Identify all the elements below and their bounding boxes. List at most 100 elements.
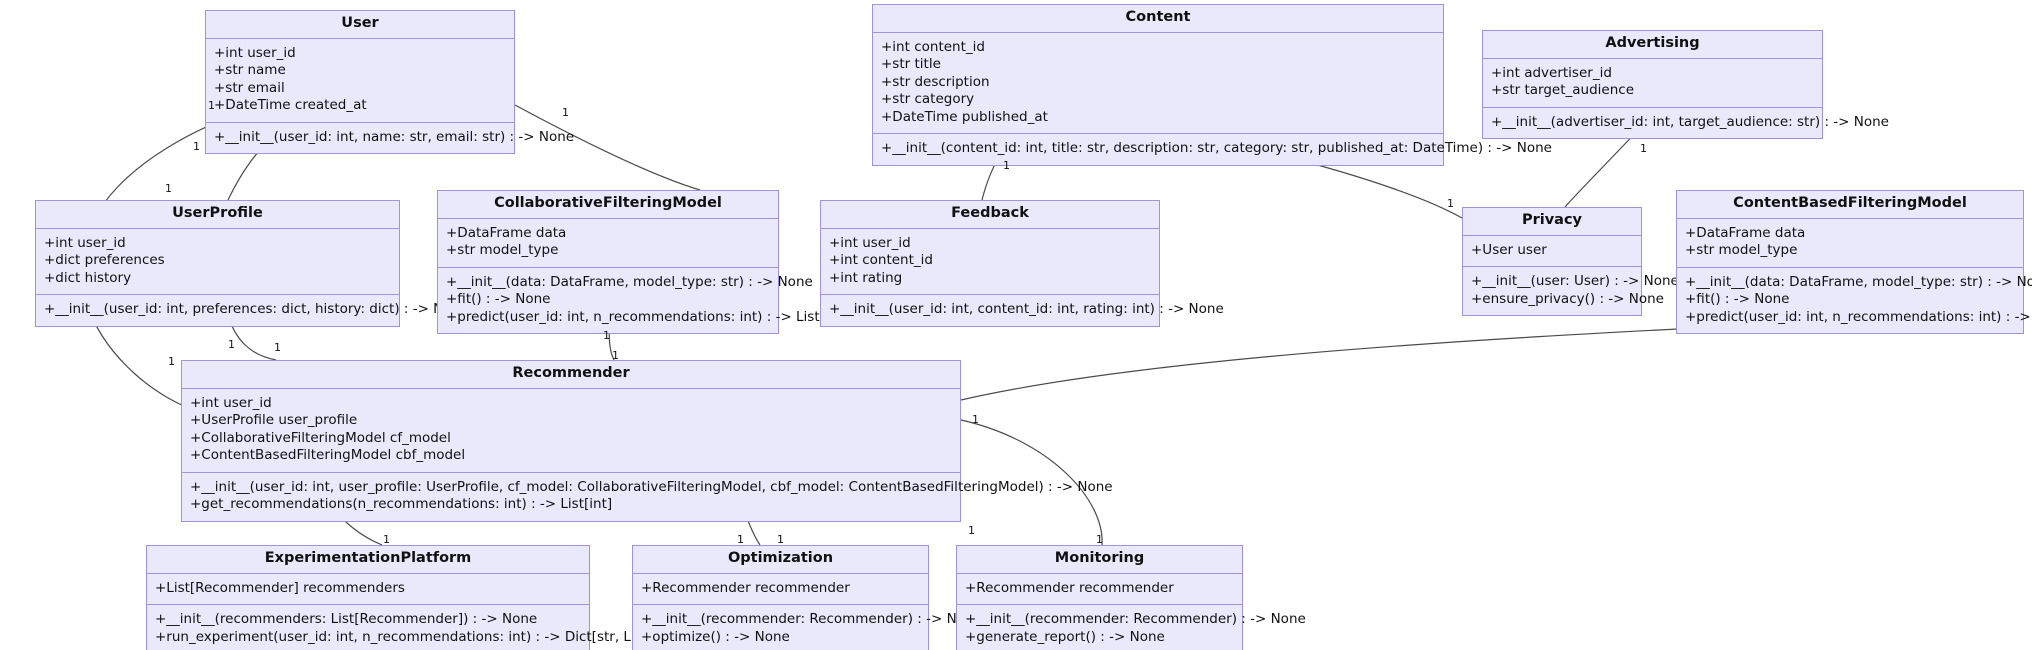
uml-method-row: +__init__(user_id: int, user_profile: Us… [190,478,1113,495]
uml-methods-compartment: +__init__(user_id: int, preferences: dic… [36,295,469,326]
association-edge [514,104,701,191]
uml-method-row: +generate_report() : -> None [965,628,1165,645]
uml-attribute-row: +str target_audience [1491,82,1635,99]
uml-attributes-compartment: +int user_id+UserProfile user_profile+Co… [182,389,960,473]
uml-attribute-row: +int user_id [829,234,911,251]
multiplicity-label: 1 [1003,159,1010,172]
uml-attribute-row: +str description [881,73,990,90]
uml-method-row: +run_experiment(user_id: int, n_recommen… [155,628,681,645]
uml-attribute-row: +int user_id [190,394,272,411]
uml-methods-compartment: +__init__(user_id: int, user_profile: Us… [182,473,1113,521]
uml-method-row: +__init__(recommender: Recommender) : ->… [965,611,1306,628]
uml-methods-compartment: +__init__(advertiser_id: int, target_aud… [1483,108,1889,139]
uml-class-advertising[interactable]: Advertising+int advertiser_id+str target… [1482,30,1889,140]
multiplicity-label: 1 [383,533,390,546]
uml-class-user[interactable]: User+int user_id+str name+str email+Date… [205,10,575,155]
multiplicity-label: 1 [612,349,619,362]
uml-class-monitoring[interactable]: Monitoring +Recommender recommender +__ini… [956,545,1306,650]
uml-attribute-row: +Recommender recommender [965,579,1174,596]
uml-class-title: Content [873,5,1443,33]
uml-attribute-row: +DataFrame data [1685,224,1806,241]
uml-attribute-row: +Recommender recommender [641,579,850,596]
uml-attribute-row: +dict history [44,269,132,286]
uml-attributes-compartment: +int user_id+int content_id+int rating [821,229,1159,296]
uml-class-title: ExperimentationPlatform [147,546,589,574]
uml-attribute-row: +DataFrame data [446,224,567,241]
multiplicity-label: 1 [193,140,200,153]
uml-methods-compartment: +__init__(data: DataFrame, model_type: s… [1677,268,2032,334]
uml-attribute-row: +User user [1471,241,1547,258]
uml-attribute-row: +str category [881,91,975,108]
multiplicity-label: 1 [1447,197,1454,210]
uml-attribute-row: +int rating [829,269,903,286]
uml-attributes-compartment: +Recommender recommender [633,574,928,606]
uml-attribute-row: +int user_id [214,44,296,61]
uml-class-privacy[interactable]: Privacy+User user+__init__(user: User) :… [1462,207,1679,317]
multiplicity-label: 1 [1640,142,1647,155]
uml-attribute-row: +int user_id [44,234,126,251]
association-edge [1564,127,1641,208]
uml-methods-compartment: +__init__(content_id: int, title: str, d… [873,134,1552,165]
uml-class-cbfmodel[interactable]: ContentBasedFilteringModel+DataFrame dat… [1676,190,2032,335]
uml-attribute-row: +int content_id [829,252,933,269]
uml-attributes-compartment: +User user [1463,236,1641,268]
multiplicity-label: 1 [165,182,172,195]
uml-class-recommender[interactable]: Recommender+int user_id+UserProfile user… [181,360,1113,522]
uml-method-row: +fit() : -> None [1685,291,1790,308]
uml-attribute-row: +str title [881,56,941,73]
uml-method-row: +__init__(user_id: int, preferences: dic… [44,301,469,318]
uml-class-title: Recommender [182,361,960,389]
multiplicity-label: 1 [603,329,610,342]
uml-attributes-compartment: +int advertiser_id+str target_audience [1483,59,1822,108]
uml-class-cfmodel[interactable]: CollaborativeFilteringModel+DataFrame da… [437,190,848,335]
multiplicity-label: 1 [777,533,784,546]
uml-methods-compartment: +__init__(recommender: Recommender) : ->… [633,605,982,650]
uml-attribute-row: +int advertiser_id [1491,64,1612,81]
multiplicity-label: 1 [168,355,175,368]
uml-class-title: Monitoring [957,546,1242,574]
uml-class-experimentation[interactable]: ExperimentationPlatform +List[Recommender… [146,545,681,650]
uml-method-row: +__init__(data: DataFrame, model_type: s… [1685,273,2032,290]
uml-class-title: ContentBasedFilteringModel [1677,191,2023,219]
uml-methods-compartment: +__init__(user_id: int, name: str, email… [206,123,575,154]
uml-attribute-row: +dict preferences [44,252,165,269]
uml-class-title: CollaborativeFilteringModel [438,191,778,219]
uml-method-row: +__init__(data: DataFrame, model_type: s… [446,273,813,290]
uml-method-row: +__init__(user_id: int, name: str, email… [214,128,575,145]
uml-attributes-compartment: +int user_id+dict preferences+dict histo… [36,229,399,296]
uml-attribute-row: +ContentBasedFilteringModel cbf_model [190,447,466,464]
uml-attribute-row: +CollaborativeFilteringModel cf_model [190,429,451,446]
multiplicity-label: 1 [208,99,215,112]
uml-class-optimization[interactable]: Optimization +Recommender recommender +__i… [632,545,982,650]
uml-class-title: Advertising [1483,31,1822,59]
uml-class-content[interactable]: Content+int content_id+str title+str des… [872,4,1552,166]
uml-attributes-compartment: +Recommender recommender [957,574,1242,606]
uml-methods-compartment: +__init__(data: DataFrame, model_type: s… [438,268,848,334]
uml-method-row: +get_recommendations(n_recommendations: … [190,496,613,513]
uml-method-row: +__init__(content_id: int, title: str, d… [881,140,1552,157]
uml-class-title: User [206,11,514,39]
uml-methods-compartment: +__init__(recommender: Recommender) : ->… [957,605,1306,650]
uml-class-title: Optimization [633,546,928,574]
uml-attributes-compartment: +DataFrame data+str model_type [1677,219,2023,268]
multiplicity-label: 1 [228,338,235,351]
uml-method-row: +__init__(advertiser_id: int, target_aud… [1491,113,1889,130]
uml-methods-compartment: +__init__(user_id: int, content_id: int,… [821,295,1224,326]
uml-attributes-compartment: +DataFrame data+str model_type [438,219,778,268]
uml-methods-compartment: +__init__(recommenders: List[Recommender… [147,605,681,650]
uml-attribute-row: +str model_type [446,242,559,259]
multiplicity-label: 1 [1096,533,1103,546]
uml-attribute-row: +List[Recommender] recommenders [155,579,405,596]
uml-method-row: +fit() : -> None [446,291,551,308]
uml-class-title: UserProfile [36,201,399,229]
uml-attribute-row: +DateTime published_at [881,108,1048,125]
multiplicity-label: 1 [274,341,281,354]
uml-class-userprofile[interactable]: UserProfile+int user_id+dict preferences… [35,200,469,327]
uml-attribute-row: +str email [214,79,285,96]
uml-attributes-compartment: +int content_id+str title+str descriptio… [873,33,1443,135]
uml-class-feedback[interactable]: Feedback+int user_id+int content_id+int … [820,200,1224,327]
uml-attribute-row: +DateTime created_at [214,97,367,114]
uml-method-row: +__init__(user: User) : -> None [1471,273,1679,290]
uml-attribute-row: +UserProfile user_profile [190,412,358,429]
